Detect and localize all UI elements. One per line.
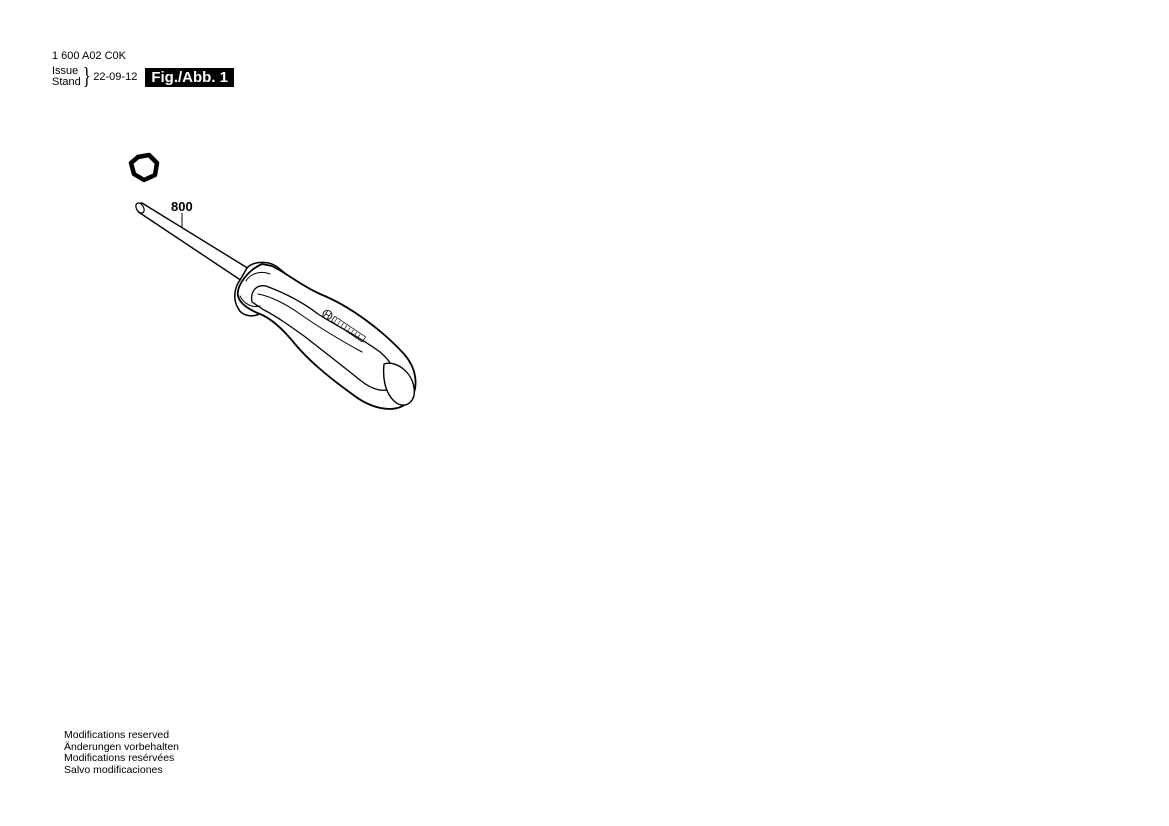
issue-label: Issue xyxy=(52,65,79,77)
issue-date: 22-09-12 xyxy=(93,70,138,83)
stand-label: Stand xyxy=(52,76,81,88)
footer-notes: Modifications reserved Änderungen vorbeh… xyxy=(64,729,180,776)
issue-labels: Issue Stand xyxy=(52,66,81,88)
screwdriver-shaft xyxy=(136,202,255,284)
footer-line-es: Salvo modificaciones xyxy=(64,763,163,776)
footer-line-fr: Modifications resérvées xyxy=(64,752,175,764)
figure-label: Fig./Abb. 1 xyxy=(145,67,234,87)
brace-symbol: } xyxy=(82,64,91,90)
handle-end-cap xyxy=(382,362,415,406)
issue-block: Issue Stand } 22-09-12 Fig./Abb. 1 xyxy=(52,64,234,90)
handle-grip-stripe xyxy=(257,293,363,353)
footer-line-en: Modifications reserved xyxy=(64,729,170,741)
screwdriver-handle xyxy=(236,263,417,410)
hexagon-icon xyxy=(128,152,160,183)
callout-800: 800 xyxy=(171,199,193,214)
part-number: 1 600 A02 C0K xyxy=(52,50,127,62)
screwdriver-drawing xyxy=(135,202,417,410)
bosch-brand-logo xyxy=(322,309,366,343)
footer-line-de: Änderungen vorbehalten xyxy=(64,740,180,753)
